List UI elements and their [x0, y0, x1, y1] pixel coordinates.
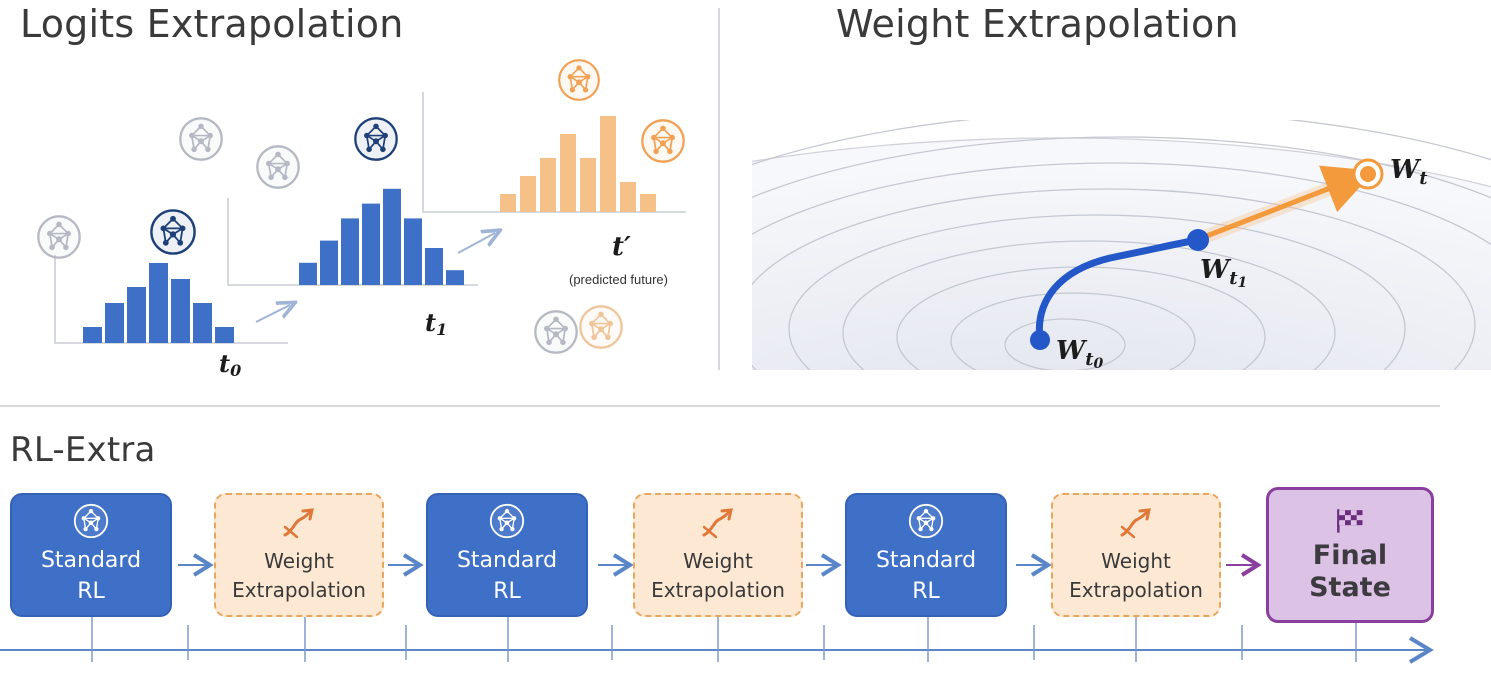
- histogram-bar-t0: [149, 263, 168, 343]
- trend-arrow-icon: [702, 508, 733, 539]
- rl-extra-timeline: [0, 553, 1434, 664]
- label-w-t: Wt: [1390, 155, 1428, 189]
- logits-extrapolation-title: Logits Extrapolation: [20, 2, 404, 46]
- network-icon: [487, 503, 527, 539]
- network-icon: [37, 215, 81, 259]
- arrow-t0-t1: [255, 305, 290, 323]
- network-icon: [256, 145, 300, 189]
- loss-landscape: [752, 120, 1491, 370]
- label-w-t1: Wt1: [1200, 255, 1247, 291]
- top-illustration: t0 t1 t′ (predicted future) Wt0 Wt1 Wt: [37, 59, 1491, 380]
- network-icon: [354, 117, 398, 161]
- contour-line: [788, 214, 1406, 370]
- histogram-bar-t1: [404, 218, 422, 285]
- histogram-bar-t0: [171, 279, 190, 343]
- network-icon: [71, 503, 111, 539]
- contour-line: [842, 240, 1336, 370]
- histogram-bar-t0: [193, 303, 212, 343]
- weight-extrapolation-box-2: Weight Extrapolation: [633, 493, 803, 617]
- label-t0: t0: [219, 349, 241, 380]
- contour-line: [950, 292, 1196, 370]
- weight-extrapolation-box-3: Weight Extrapolation: [1051, 493, 1221, 617]
- histogram-bar-t0: [127, 287, 146, 343]
- weight-extrapolation-title: Weight Extrapolation: [836, 2, 1239, 46]
- standard-rl-box-2: Standard RL: [426, 493, 588, 617]
- final-state-box: Final State: [1266, 487, 1434, 623]
- weight-extrapolation-box-1: Weight Extrapolation: [214, 493, 384, 617]
- standard-rl-box-1: Standard RL: [10, 493, 172, 617]
- w-t1-point: [1187, 229, 1209, 251]
- predicted-future-note: (predicted future): [569, 272, 668, 287]
- checkered-flag-icon: [1337, 509, 1363, 533]
- future-trajectory: [1198, 165, 1375, 242]
- histogram-bar-t1: [362, 203, 380, 285]
- w-t0-point: [1030, 330, 1050, 350]
- histogram-bar-tprime: [600, 116, 616, 212]
- histogram-bar-t1: [341, 218, 359, 285]
- network-icon: [641, 119, 685, 163]
- histogram-bar-tprime: [580, 158, 596, 212]
- contour-line: [752, 162, 1491, 246]
- panel-divider-horizontal: [0, 405, 1440, 407]
- histogram-bar-tprime: [500, 194, 516, 212]
- network-icon: [150, 209, 196, 255]
- network-icon: [179, 117, 223, 161]
- network-icon: [534, 310, 578, 354]
- histogram-bar-t1: [446, 270, 464, 285]
- past-trajectory: [1035, 236, 1201, 344]
- panel-divider-vertical: [718, 8, 720, 370]
- histogram-bar-t1: [383, 188, 401, 285]
- histogram-bar-tprime: [640, 194, 656, 212]
- histogram-bar-tprime: [540, 158, 556, 212]
- label-t1: t1: [425, 308, 447, 339]
- timeline-ticks: [91, 617, 1357, 662]
- histogram-bar-tprime: [620, 182, 636, 212]
- network-icon: [906, 503, 946, 539]
- histogram-bar-t1: [299, 262, 317, 285]
- histogram-bar-tprime: [520, 176, 536, 212]
- arrow-t1-tprime: [457, 233, 495, 254]
- trend-arrow-icon: [283, 508, 314, 539]
- histogram-bar-t1: [320, 240, 338, 285]
- histograms: [83, 116, 656, 343]
- trend-arrow-icon: [1120, 508, 1151, 539]
- label-w-t0: Wt0: [1056, 336, 1104, 372]
- histogram-bar-t0: [83, 327, 102, 343]
- contour-line: [752, 136, 1491, 199]
- histogram-bar-t0: [215, 327, 234, 343]
- contour-line: [752, 188, 1476, 370]
- network-icon: [558, 59, 600, 101]
- contour-line: [1004, 318, 1126, 370]
- rl-extra-title: RL-Extra: [10, 430, 156, 470]
- label-tprime: t′: [612, 232, 631, 262]
- histogram-bar-tprime: [560, 134, 576, 212]
- histogram-bar-t1: [425, 248, 443, 285]
- standard-rl-box-3: Standard RL: [845, 493, 1007, 617]
- network-icon: [579, 305, 623, 349]
- histogram-bar-t0: [105, 303, 124, 343]
